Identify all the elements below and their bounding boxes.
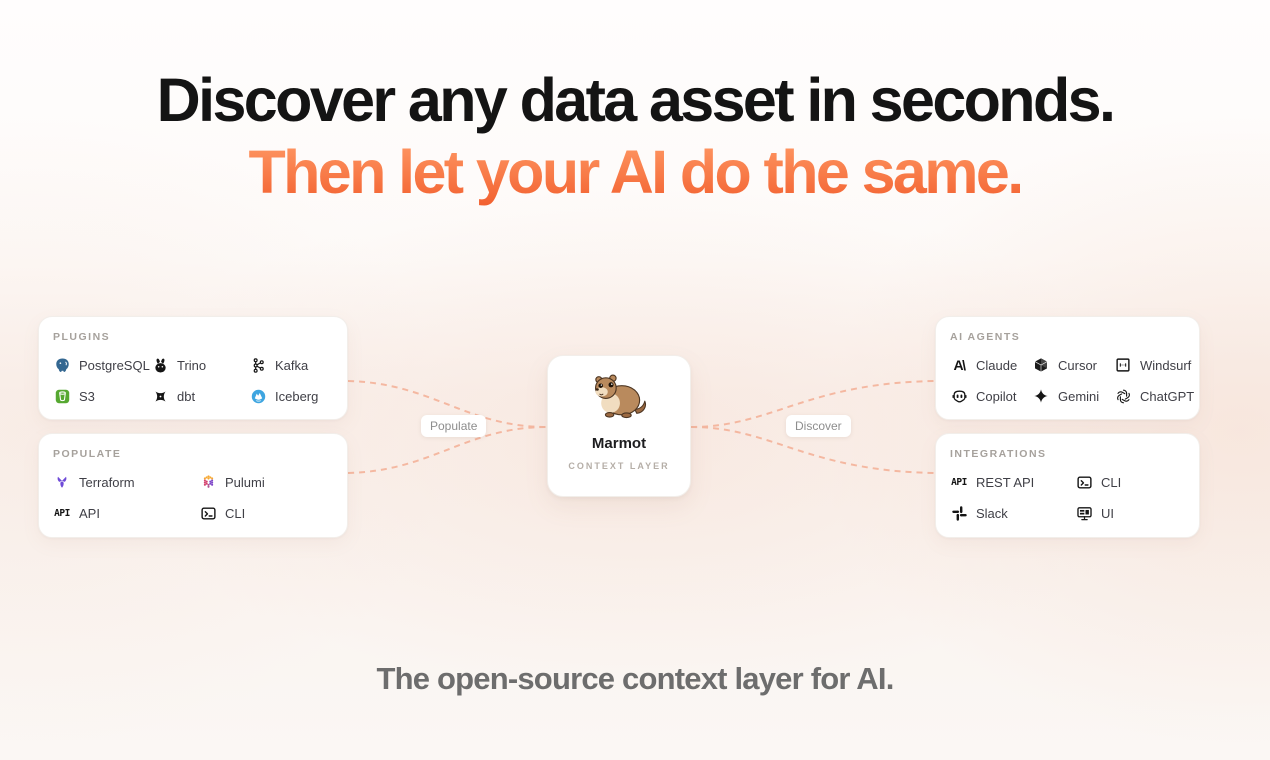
agent-label: Claude: [976, 357, 1018, 373]
plugin-item-dbt: dbt: [151, 387, 249, 405]
plugin-label: S3: [79, 388, 95, 404]
plugin-label: Trino: [177, 357, 207, 373]
api-icon: API: [951, 476, 967, 488]
marmot-subtitle: CONTEXT LAYER: [568, 461, 670, 471]
populate-item-pulumi: Pulumi: [199, 473, 333, 491]
ai-agents-card-title: AI AGENTS: [950, 331, 1021, 343]
marmot-card: Marmot CONTEXT LAYER: [547, 355, 691, 497]
populate-card: POPULATE Terraform Pulumi API API: [38, 433, 348, 538]
populate-card-title: POPULATE: [53, 448, 122, 460]
plugin-item-s3: S3: [53, 387, 151, 405]
integration-label: UI: [1101, 505, 1114, 521]
populate-label: Pulumi: [225, 474, 265, 490]
populate-label: Terraform: [79, 474, 135, 490]
cli-icon: [199, 504, 217, 522]
iceberg-icon: [249, 387, 267, 405]
plugins-card: PLUGINS PostgreSQL Trino Kafka: [38, 316, 348, 420]
integration-item-slack: Slack: [950, 504, 1075, 522]
agent-label: Gemini: [1058, 388, 1100, 404]
agent-item-copilot: Copilot: [950, 387, 1032, 405]
s3-icon: [53, 387, 71, 405]
hero-section: Discover any data asset in seconds. Then…: [0, 64, 1270, 208]
plugin-label: PostgreSQL: [79, 357, 150, 373]
ui-monitor-icon: [1075, 504, 1093, 522]
gemini-icon: [1032, 387, 1050, 405]
hero-headline-line2: Then let your AI do the same.: [248, 138, 1024, 206]
slack-icon: [950, 504, 968, 522]
discover-edge-label: Discover: [786, 415, 851, 437]
plugin-label: Kafka: [275, 357, 309, 373]
populate-item-cli: CLI: [199, 504, 333, 522]
api-icon: API: [54, 507, 70, 519]
postgresql-icon: [53, 356, 71, 374]
copilot-icon: [950, 387, 968, 405]
pulumi-icon: [199, 473, 217, 491]
windsurf-icon: [1114, 356, 1132, 374]
populate-label: CLI: [225, 505, 246, 521]
chatgpt-icon: [1114, 387, 1132, 405]
agent-item-gemini: Gemini: [1032, 387, 1114, 405]
agent-item-chatgpt: ChatGPT: [1114, 387, 1194, 405]
agent-label: Windsurf: [1140, 357, 1192, 373]
marmot-illustration: [589, 373, 649, 425]
integration-item-ui: UI: [1075, 504, 1185, 522]
integration-item-rest-api: API REST API: [950, 473, 1075, 491]
integration-label: Slack: [976, 505, 1008, 521]
populate-item-api: API API: [53, 504, 199, 522]
integration-label: REST API: [976, 474, 1035, 490]
agent-label: Copilot: [976, 388, 1017, 404]
marmot-title: Marmot: [591, 435, 647, 452]
populate-edge-label: Populate: [421, 415, 487, 437]
plugins-card-title: PLUGINS: [53, 331, 111, 343]
plugin-item-trino: Trino: [151, 356, 249, 374]
hero-headline-line1: Discover any data asset in seconds.: [156, 66, 1116, 134]
plugin-item-kafka: Kafka: [249, 356, 333, 374]
plugin-item-iceberg: Iceberg: [249, 387, 333, 405]
populate-label: API: [79, 505, 100, 521]
agent-label: ChatGPT: [1140, 388, 1195, 404]
agent-label: Cursor: [1058, 357, 1098, 373]
integration-label: CLI: [1101, 474, 1122, 490]
cli-icon: [1075, 473, 1093, 491]
tagline: The open-source context layer for AI.: [376, 661, 894, 696]
integration-item-cli: CLI: [1075, 473, 1185, 491]
plugin-item-postgresql: PostgreSQL: [53, 356, 151, 374]
terraform-icon: [53, 473, 71, 491]
plugin-label: dbt: [177, 388, 196, 404]
integrations-card: INTEGRATIONS API REST API CLI Slack: [935, 433, 1200, 538]
integrations-card-title: INTEGRATIONS: [950, 448, 1047, 460]
agent-item-windsurf: Windsurf: [1114, 356, 1194, 374]
populate-item-terraform: Terraform: [53, 473, 199, 491]
claude-icon: A\: [953, 357, 967, 373]
kafka-icon: [249, 356, 267, 374]
agent-item-cursor: Cursor: [1032, 356, 1114, 374]
ai-agents-card: AI AGENTS A\ Claude Cursor Windsurf: [935, 316, 1200, 420]
plugin-label: Iceberg: [275, 388, 319, 404]
dbt-icon: [151, 387, 169, 405]
cursor-icon: [1032, 356, 1050, 374]
agent-item-claude: A\ Claude: [950, 356, 1032, 374]
trino-icon: [151, 356, 169, 374]
